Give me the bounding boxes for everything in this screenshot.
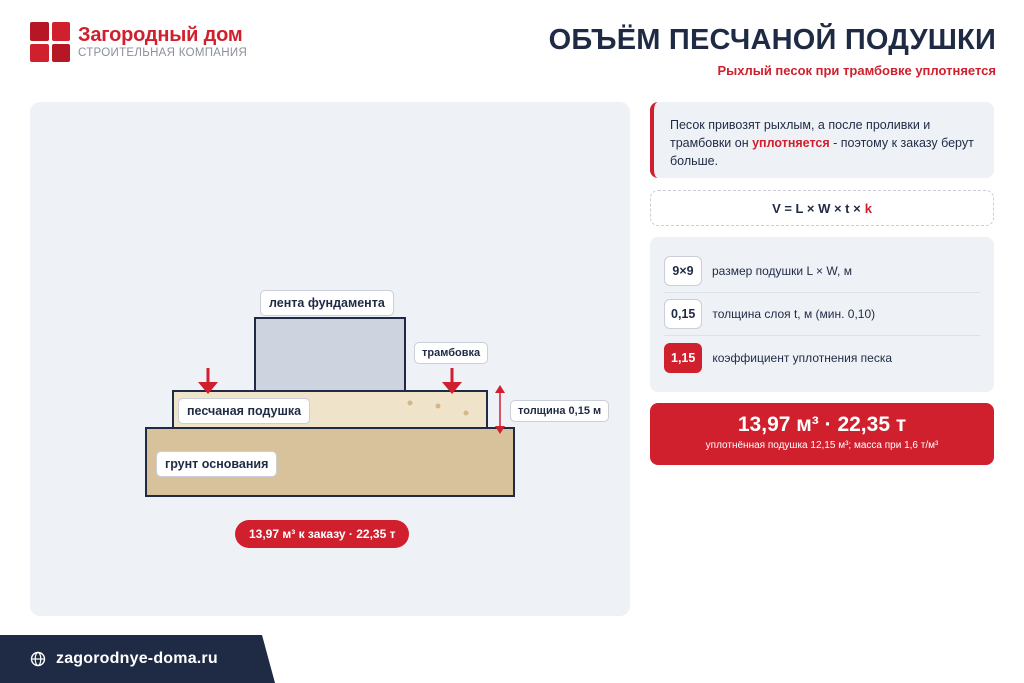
diagram-panel: лента фундамента трамбовка песчаная поду… — [30, 102, 630, 616]
logo-name: Загородный дом — [78, 24, 243, 46]
arrow-down-icon — [442, 368, 462, 394]
footer-bar: zagorodnye-doma.ru — [0, 635, 275, 683]
label-compaction: трамбовка — [414, 342, 489, 364]
total-result-card: 13,97 м³ · 22,35 т уплотнённая подушка 1… — [650, 403, 994, 465]
website-link[interactable]: zagorodnye-doma.ru — [56, 650, 218, 667]
foundation-strip — [254, 317, 406, 392]
label-foundation: лента фундамента — [260, 290, 394, 316]
param-row-thickness: 0,15 толщина слоя t, м (мин. 0,10) — [664, 293, 980, 336]
sand-dot — [463, 410, 469, 416]
note-text-before: Песок привозят рыхлым, а после проливки … — [670, 118, 931, 150]
param-label-coefficient: коэффициент уплотнения песка — [712, 350, 893, 365]
param-label-thickness: толщина слоя t, м (мин. 0,10) — [712, 307, 876, 321]
arrow-down-icon — [198, 368, 218, 394]
label-sand-cushion: песчаная подушка — [178, 398, 311, 424]
total-sub: уплотнённая подушка 12,15 м³; масса при … — [705, 440, 939, 451]
parameters-card: 9×9 размер подушки L × W, м 0,15 толщина… — [650, 237, 994, 392]
param-row-size: 9×9 размер подушки L × W, м — [664, 250, 980, 293]
diagram-result-badge: 13,97 м³ к заказу · 22,35 т — [235, 520, 410, 548]
page-title: ОБЪЁМ ПЕСЧАНОЙ ПОДУШКИ — [548, 24, 996, 56]
page-subtitle: Рыхлый песок при трамбовке уплотняется — [717, 63, 996, 78]
globe-icon — [30, 651, 46, 667]
note-highlight: уплотняется — [752, 136, 830, 150]
logo-mark-icon — [30, 22, 70, 62]
param-value-coefficient: 1,15 — [664, 342, 703, 373]
formula-box: V = L × W × t ×k — [650, 190, 994, 226]
note-text-after: - поэтому к заказу берут больше. — [670, 136, 974, 168]
logo-subtitle: СТРОИТЕЛЬНАЯ КОМПАНИЯ — [78, 47, 248, 59]
info-note: Песок привозят рыхлым, а после проливки … — [650, 102, 994, 178]
param-label-size: размер подушки L × W, м — [712, 264, 852, 278]
thickness-dimension-icon — [495, 385, 505, 434]
label-ground: грунт основания — [156, 451, 278, 477]
label-thickness: толщина 0,15 м — [510, 400, 610, 422]
param-value-size: 9×9 — [664, 256, 702, 286]
sand-dot — [407, 400, 413, 406]
company-logo: Загородный дом СТРОИТЕЛЬНАЯ КОМПАНИЯ — [30, 22, 247, 62]
total-main: 13,97 м³ · 22,35 т — [737, 413, 907, 436]
formula-expression: V = L × W × t × — [772, 200, 861, 216]
formula-factor: k — [864, 200, 872, 216]
param-row-coefficient: 1,15 коэффициент уплотнения песка — [664, 336, 980, 379]
param-value-thickness: 0,15 — [664, 299, 703, 329]
sand-dot — [435, 403, 441, 409]
